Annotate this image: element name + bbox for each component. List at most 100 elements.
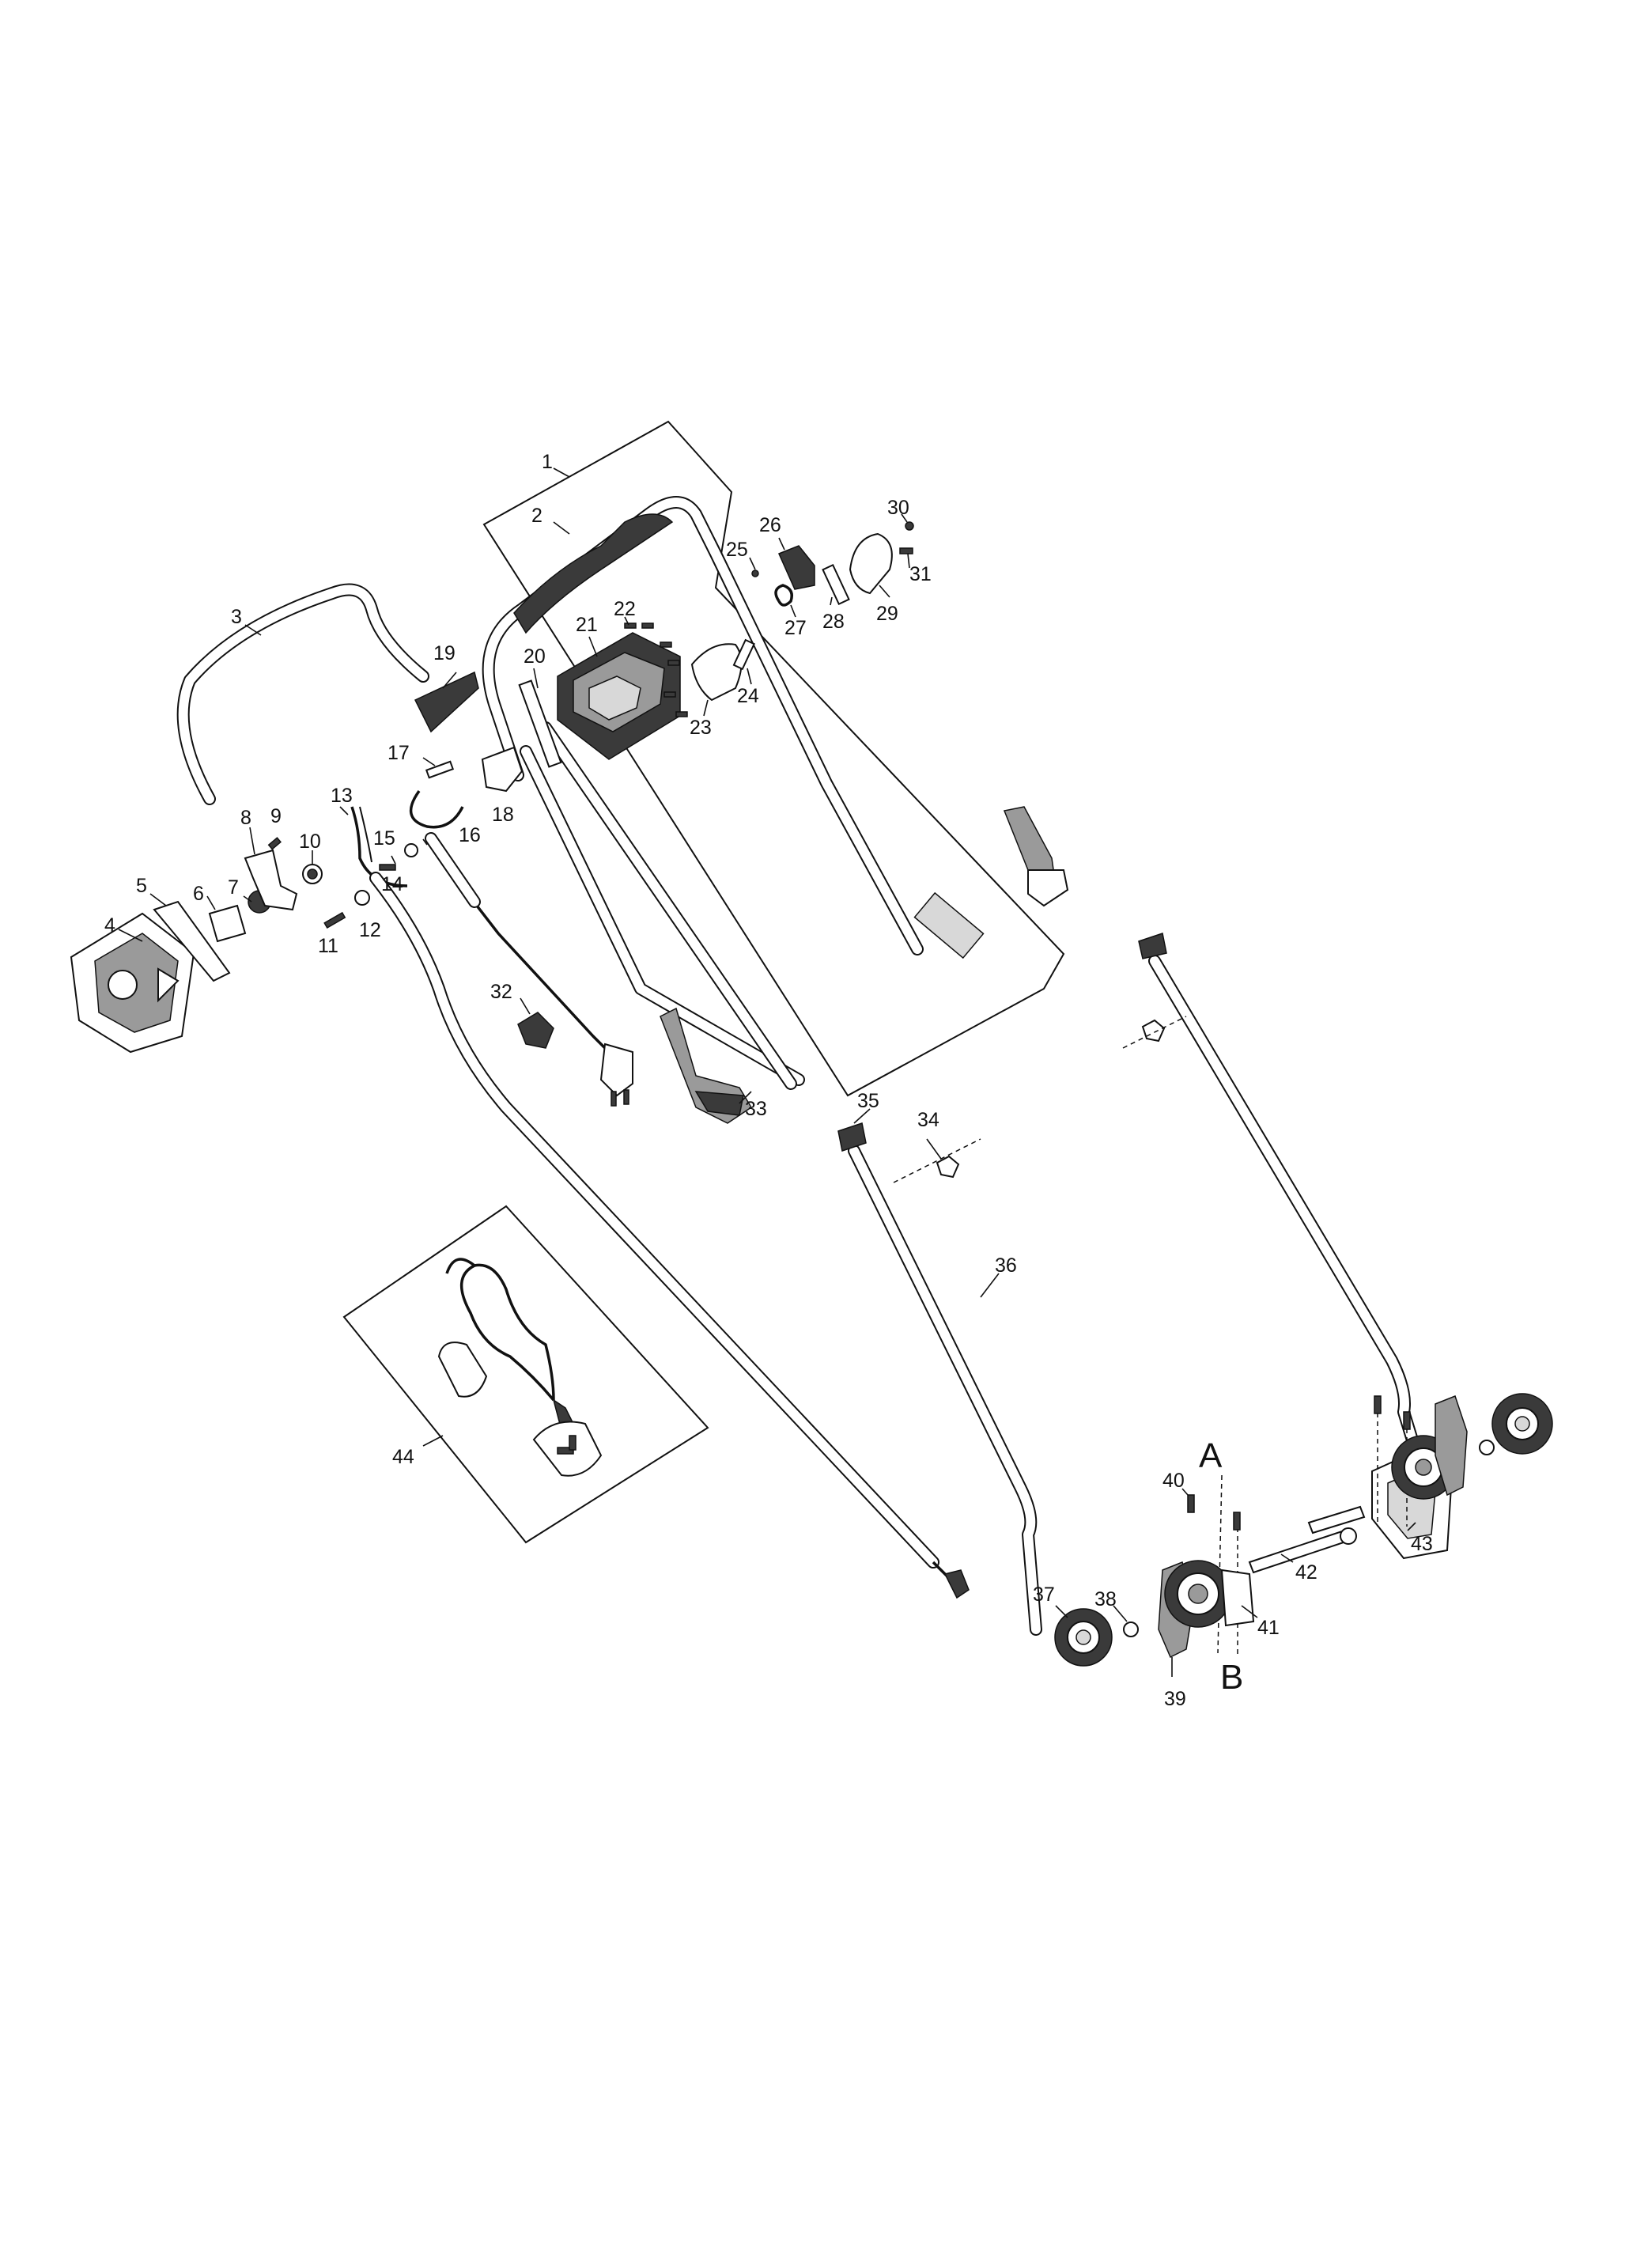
part-label-23: 23	[690, 717, 712, 739]
power-cable-sheath-inner	[426, 834, 479, 906]
lever-33-grip	[694, 1091, 744, 1116]
part-label-11: 11	[318, 935, 338, 957]
part-label-36: 36	[995, 1254, 1017, 1277]
plug-pin-2	[623, 1089, 629, 1105]
part-label-2: 2	[531, 505, 542, 527]
plug-pin-1	[611, 1091, 617, 1107]
part-label-16: 16	[459, 824, 481, 846]
screw-11	[323, 911, 346, 929]
part-label-7: 7	[228, 876, 239, 899]
part-label-37: 37	[1033, 1584, 1055, 1606]
part-label-34: 34	[917, 1109, 939, 1131]
screw-43a	[1374, 1395, 1382, 1414]
part-label-40: 40	[1162, 1470, 1185, 1492]
screw-31	[899, 547, 913, 554]
part-label-44: 44	[392, 1446, 414, 1468]
nut-right	[1141, 1019, 1166, 1043]
cover-23	[690, 643, 743, 702]
pin-17	[425, 760, 455, 779]
lever-grip	[1027, 869, 1069, 907]
part-label-10: 10	[299, 831, 321, 853]
latch-26	[777, 545, 815, 590]
part-label-19: 19	[433, 642, 456, 664]
part-label-6: 6	[193, 883, 204, 905]
part-label-15: 15	[373, 827, 395, 850]
bolt-43a	[1307, 1505, 1366, 1534]
cable-connector	[943, 1569, 970, 1599]
part-label-13: 13	[331, 785, 353, 807]
axis-right	[1122, 1016, 1187, 1049]
bracket-5	[153, 900, 231, 982]
housing-4-arrow	[157, 967, 180, 1003]
cable-13b	[359, 806, 372, 863]
section-label-b: B	[1220, 1658, 1243, 1697]
part-label-21: 21	[576, 614, 598, 636]
part-label-35: 35	[857, 1090, 879, 1112]
screw-40b	[1233, 1512, 1241, 1531]
cable-clip-32	[517, 1012, 554, 1049]
upper-handle	[482, 496, 985, 1090]
cap-35	[837, 1122, 867, 1152]
nut-15	[404, 843, 418, 857]
part-label-17: 17	[387, 742, 410, 764]
part-label-28: 28	[822, 611, 845, 633]
cable-13	[350, 806, 408, 887]
part-label-39: 39	[1164, 1688, 1186, 1710]
washer-43	[1479, 1440, 1495, 1455]
nut-34	[936, 1155, 960, 1179]
pin-9	[267, 837, 282, 850]
switch-box	[518, 632, 681, 768]
leader-lines	[118, 467, 1416, 1677]
screw-25	[751, 570, 759, 577]
section-label-a: A	[1199, 1436, 1223, 1475]
washer-38	[1123, 1622, 1139, 1637]
cap-right	[1138, 933, 1167, 959]
part-label-27: 27	[784, 617, 807, 639]
screws-22	[624, 622, 688, 717]
pivot-8	[244, 849, 298, 911]
part-label-3: 3	[231, 606, 242, 628]
part-label-12: 12	[359, 919, 381, 941]
part-label-30: 30	[887, 497, 909, 519]
pin-28	[822, 563, 850, 606]
spring-27	[774, 584, 793, 607]
screw-14	[379, 864, 396, 871]
part-label-43: 43	[1411, 1533, 1433, 1555]
lever-43	[1435, 1395, 1468, 1497]
part-label-31: 31	[909, 563, 932, 585]
screw-30	[905, 521, 914, 531]
part-label-29: 29	[876, 603, 898, 625]
part-label-18: 18	[492, 804, 514, 826]
part-label-8: 8	[240, 807, 251, 829]
part-label-25: 25	[726, 539, 748, 561]
power-lead-box	[342, 1205, 709, 1544]
part-label-32: 32	[490, 981, 512, 1003]
knob-43	[1491, 1393, 1553, 1455]
part-label-9: 9	[270, 805, 282, 827]
gear-41	[1164, 1560, 1255, 1628]
screw-40a	[1187, 1494, 1195, 1513]
long-cable-inner	[371, 873, 938, 1567]
dash-line-a	[1217, 1474, 1223, 1654]
part-label-20: 20	[524, 645, 546, 668]
screw-43b	[1403, 1411, 1411, 1430]
hook-16	[409, 789, 464, 829]
part-24	[732, 638, 755, 671]
part-label-24: 24	[737, 685, 759, 707]
cover-29	[849, 532, 893, 595]
lower-handle-right	[1148, 955, 1442, 1521]
part-label-4: 4	[104, 914, 115, 937]
bolt-42-head	[1340, 1527, 1357, 1545]
power-lead-44	[437, 1258, 603, 1477]
part-label-33: 33	[745, 1098, 767, 1120]
part-label-22: 22	[614, 598, 636, 620]
clip-19	[414, 671, 479, 733]
part-label-26: 26	[759, 514, 781, 536]
part-label-41: 41	[1257, 1617, 1280, 1639]
bail-bar	[176, 583, 429, 805]
part-label-5: 5	[136, 875, 147, 897]
part-label-42: 42	[1295, 1561, 1317, 1584]
part-label-1: 1	[542, 451, 553, 473]
housing-4-hole	[108, 970, 138, 1000]
